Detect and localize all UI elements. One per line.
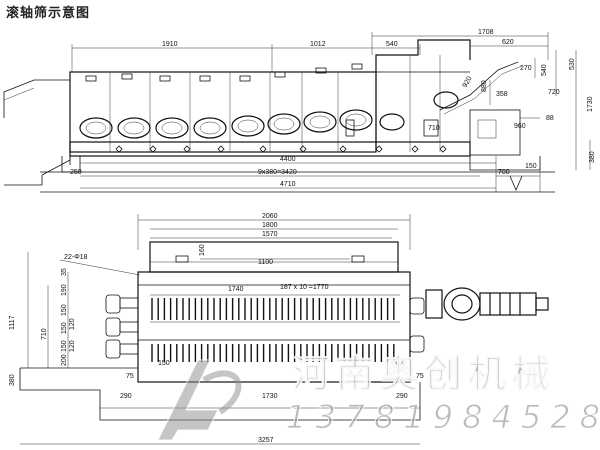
- left-bearings: [105, 294, 139, 359]
- roller-discs-upper: [150, 294, 400, 323]
- dim-side-inner-3: 920: [462, 75, 474, 89]
- dim-small-3: 150: [394, 360, 406, 367]
- dim-top-6: 187 x 10 =1770: [280, 284, 329, 291]
- dim-side-right-3: 720: [548, 89, 560, 96]
- dim-side-bottom-1: 9x380=3420: [258, 169, 297, 176]
- dim-side-inner-0: 710: [428, 125, 440, 132]
- dim-left-7: 200: [61, 354, 68, 366]
- dim-side-bottom-4: 150: [525, 163, 537, 170]
- dim-top-1: 1800: [262, 222, 278, 229]
- dim-side-bottom-5: 250: [70, 169, 82, 176]
- dim-left-1: 190: [61, 284, 68, 296]
- watermark-phone: 13781984528: [286, 398, 600, 437]
- dim-top-2: 1570: [262, 231, 278, 238]
- dim-side-right-4: 1730: [587, 96, 594, 112]
- dim-side-right-6: 88: [546, 115, 554, 122]
- dim-left-10: 380: [9, 374, 16, 386]
- dim-left-2: 150: [61, 304, 68, 316]
- dim-left-8: 710: [41, 328, 48, 340]
- company-logo: [157, 359, 242, 441]
- dim-top-5: 1740: [228, 286, 244, 293]
- watermark-company: 河南奥创机械: [291, 352, 557, 397]
- dim-small-0: 150: [158, 360, 170, 367]
- dim-side-right-1: 540: [541, 64, 548, 76]
- dim-left-0: 35: [61, 268, 68, 276]
- dim-top-3: 1100: [258, 259, 273, 266]
- dim-side-inner-2: 880: [481, 80, 488, 92]
- side-view: 1910 1012 540 1708 620 270 540 530 720 1…: [3, 29, 596, 193]
- dim-side-right-0: 270: [520, 65, 532, 72]
- drive-housing: [469, 109, 521, 156]
- screen-cover: [149, 241, 399, 273]
- dim-left-3: 150: [61, 322, 68, 334]
- screen-frame: [69, 71, 377, 153]
- dim-top-0: 2060: [262, 213, 278, 220]
- dim-left-4: 120: [69, 318, 76, 330]
- dim-bottom-2: 290: [396, 393, 408, 400]
- dim-side-top-1: 1012: [310, 41, 326, 48]
- dim-bottom-3: 3257: [258, 437, 274, 444]
- top-view: 2060 1800 1570 1100 160 1740 187 x 10 =1…: [9, 213, 549, 445]
- dim-side-inner-1: 358: [496, 91, 508, 98]
- dim-side-bottom-0: 4400: [280, 156, 296, 163]
- dim-side-bottom-2: 4710: [280, 181, 296, 188]
- dim-bottom-1: 1730: [262, 393, 278, 400]
- dim-top-4: 160: [199, 244, 206, 256]
- dim-left-6: 120: [69, 340, 76, 352]
- dim-side-top-0: 1910: [162, 41, 178, 48]
- drive-motor: [425, 287, 549, 321]
- shaft-spec-label: 22-Φ18: [64, 254, 88, 261]
- diagram-title: 滚轴筛示意图: [6, 6, 91, 21]
- base-beam: [69, 141, 471, 157]
- inlet-chute: [3, 79, 71, 186]
- dim-small-1: 75: [126, 373, 134, 380]
- dim-side-right-7: 960: [514, 123, 526, 130]
- dim-side-bottom-3: 700: [498, 169, 510, 176]
- dim-side-top-2: 540: [386, 41, 398, 48]
- dim-bottom-0: 290: [120, 393, 132, 400]
- right-bearings: [409, 297, 425, 353]
- dim-side-top-3: 1708: [478, 29, 494, 36]
- dim-side-right-2: 530: [569, 58, 576, 70]
- conveyor-slope: [439, 61, 519, 111]
- dim-small-2: 75: [416, 373, 424, 380]
- dim-side-top-4: 620: [502, 39, 514, 46]
- dim-left-9: 1117: [9, 315, 16, 330]
- dim-left-5: 150: [61, 340, 68, 352]
- dim-side-right-5: 380: [589, 151, 596, 163]
